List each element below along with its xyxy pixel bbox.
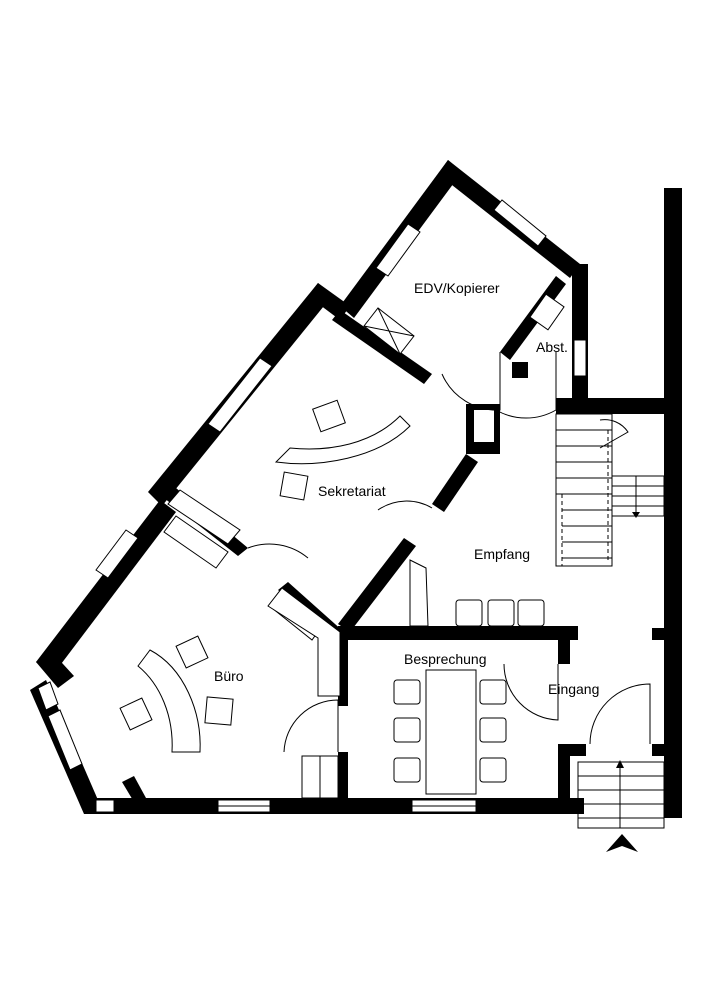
room-label-edv: EDV/Kopierer (414, 280, 500, 296)
outer-walls (30, 160, 682, 818)
room-label-abst: Abst. (536, 339, 568, 355)
windows (37, 199, 587, 813)
room-label-buero: Büro (214, 668, 244, 684)
room-label-besprechung: Besprechung (404, 651, 487, 667)
room-label-empfang: Empfang (474, 546, 530, 562)
stairs (555, 413, 665, 829)
furniture (119, 293, 565, 799)
entrance-arrow-icon (606, 834, 638, 852)
credit-text: McGrundriss (672, 706, 679, 746)
doors (247, 352, 651, 753)
room-label-sekretariat: Sekretariat (318, 483, 386, 499)
room-label-eingang: Eingang (548, 681, 599, 697)
